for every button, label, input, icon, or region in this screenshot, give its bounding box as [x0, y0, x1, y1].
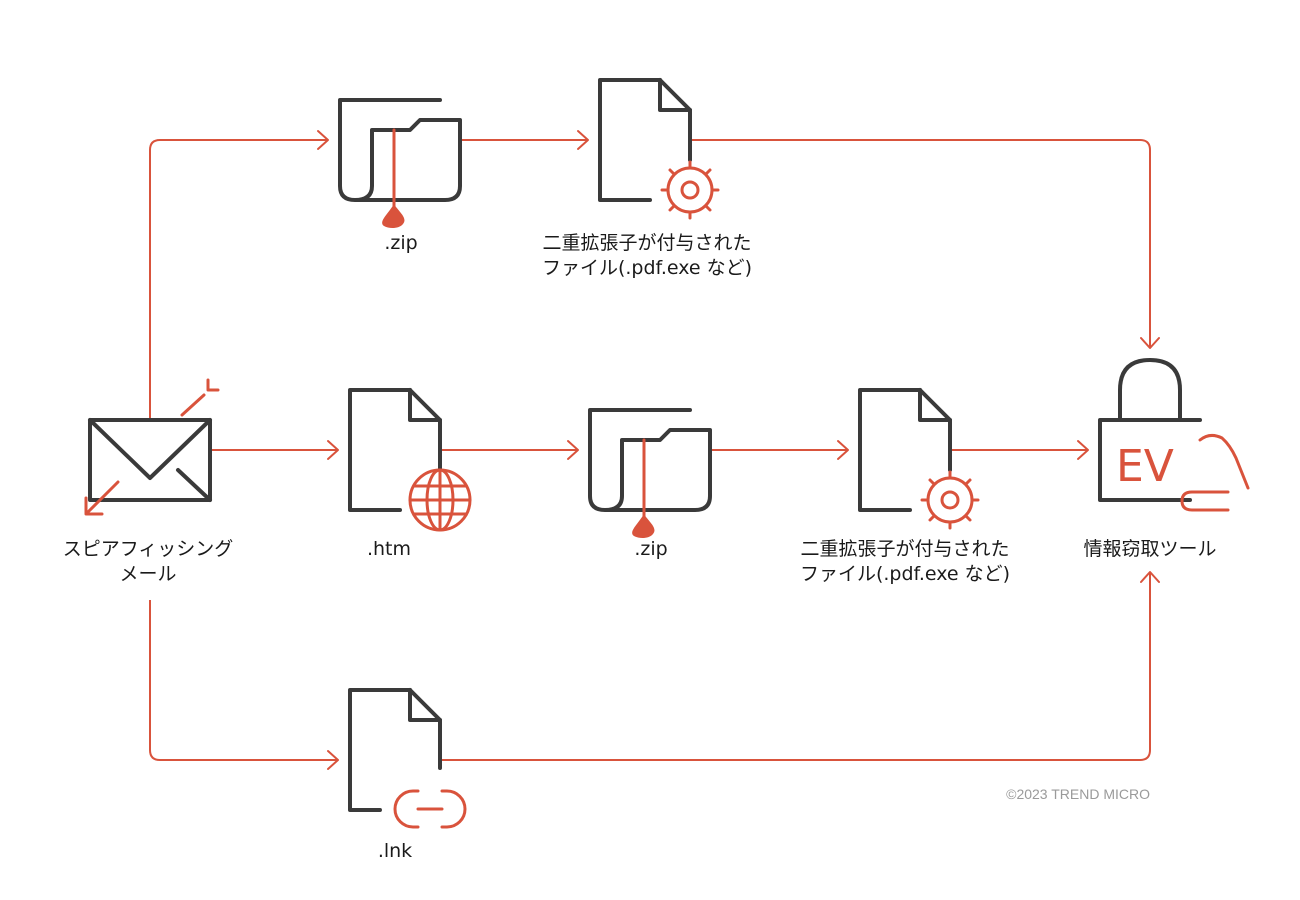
email-label: スピアフィッシング メール — [63, 537, 234, 587]
executable-file-icon-mid — [858, 388, 980, 530]
double-ext-mid-line-2: ファイル(.pdf.exe など) — [799, 563, 1011, 585]
zip-archive-icon-top — [338, 98, 462, 229]
connector-email-to-lnk — [149, 600, 338, 761]
link-icon — [393, 789, 467, 829]
stealer-icon-text: EV — [1116, 441, 1174, 492]
connector-lnk-to-stealer — [442, 572, 1151, 761]
zip-mid-label: .zip — [634, 538, 668, 560]
zip-top-label: .zip — [384, 232, 418, 254]
globe-icon — [408, 468, 472, 532]
double-ext-mid-line-1: 二重拡張子が付与された — [800, 538, 1010, 560]
email-label-line-1: スピアフィッシング — [62, 538, 234, 560]
gear-icon — [920, 470, 980, 530]
shortcut-file-icon — [348, 688, 467, 829]
zip-archive-icon-mid — [588, 408, 712, 539]
gear-icon — [660, 160, 720, 220]
double-ext-top-line-2: ファイル(.pdf.exe など) — [541, 257, 753, 279]
stealer-label: 情報窃取ツール — [1083, 538, 1217, 560]
htm-label: .htm — [366, 538, 412, 560]
info-stealer-icon: EV — [1098, 358, 1250, 512]
double-ext-top-label: 二重拡張子が付与された ファイル(.pdf.exe など) — [542, 231, 752, 281]
executable-file-icon-top — [598, 78, 720, 220]
email-icon — [84, 378, 220, 516]
connector-exe-top-to-stealer — [692, 139, 1151, 348]
lnk-label: .lnk — [377, 840, 413, 862]
connector-email-to-zip-top — [149, 139, 328, 418]
hand-icon — [1180, 433, 1250, 512]
connectors — [149, 130, 1160, 770]
double-ext-top-line-1: 二重拡張子が付与された — [542, 232, 752, 254]
double-ext-mid-label: 二重拡張子が付与された ファイル(.pdf.exe など) — [800, 537, 1010, 587]
html-file-icon — [348, 388, 472, 532]
copyright-notice: ©2023 TREND MICRO — [1006, 786, 1150, 802]
email-label-line-2: メール — [119, 563, 177, 585]
